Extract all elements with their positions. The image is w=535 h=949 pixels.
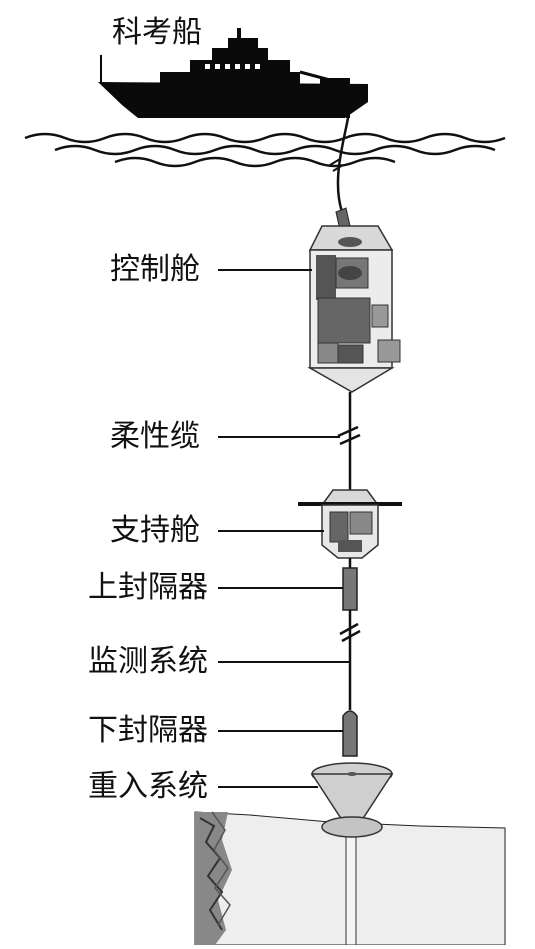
label-ship: 科考船 <box>112 15 202 50</box>
cable-break-mark-icon <box>337 425 361 446</box>
support-cabin-icon <box>298 489 402 559</box>
label-upper-packer: 上封隔器 <box>88 570 208 605</box>
label-reentry-system: 重入系统 <box>88 769 208 804</box>
research-vessel-icon <box>98 28 368 118</box>
label-control-cabin: 控制舱 <box>110 252 200 287</box>
sea-surface-waves-icon <box>24 132 506 168</box>
label-lower-packer: 下封隔器 <box>88 713 208 748</box>
label-flexible-cable: 柔性缆 <box>110 419 200 454</box>
leader-lines <box>218 269 350 788</box>
upper-packer-icon <box>342 567 358 611</box>
label-monitoring-system: 监测系统 <box>88 644 208 679</box>
reentry-cone-icon <box>310 762 394 838</box>
cable-break-mark-icon <box>329 158 344 172</box>
tow-cable <box>336 117 350 213</box>
label-support-cabin: 支持舱 <box>110 513 200 548</box>
control-cabin-icon <box>307 225 401 393</box>
lower-packer-icon <box>342 710 358 757</box>
seafloor-icon <box>194 811 506 946</box>
cable-break-mark-icon <box>339 622 361 643</box>
